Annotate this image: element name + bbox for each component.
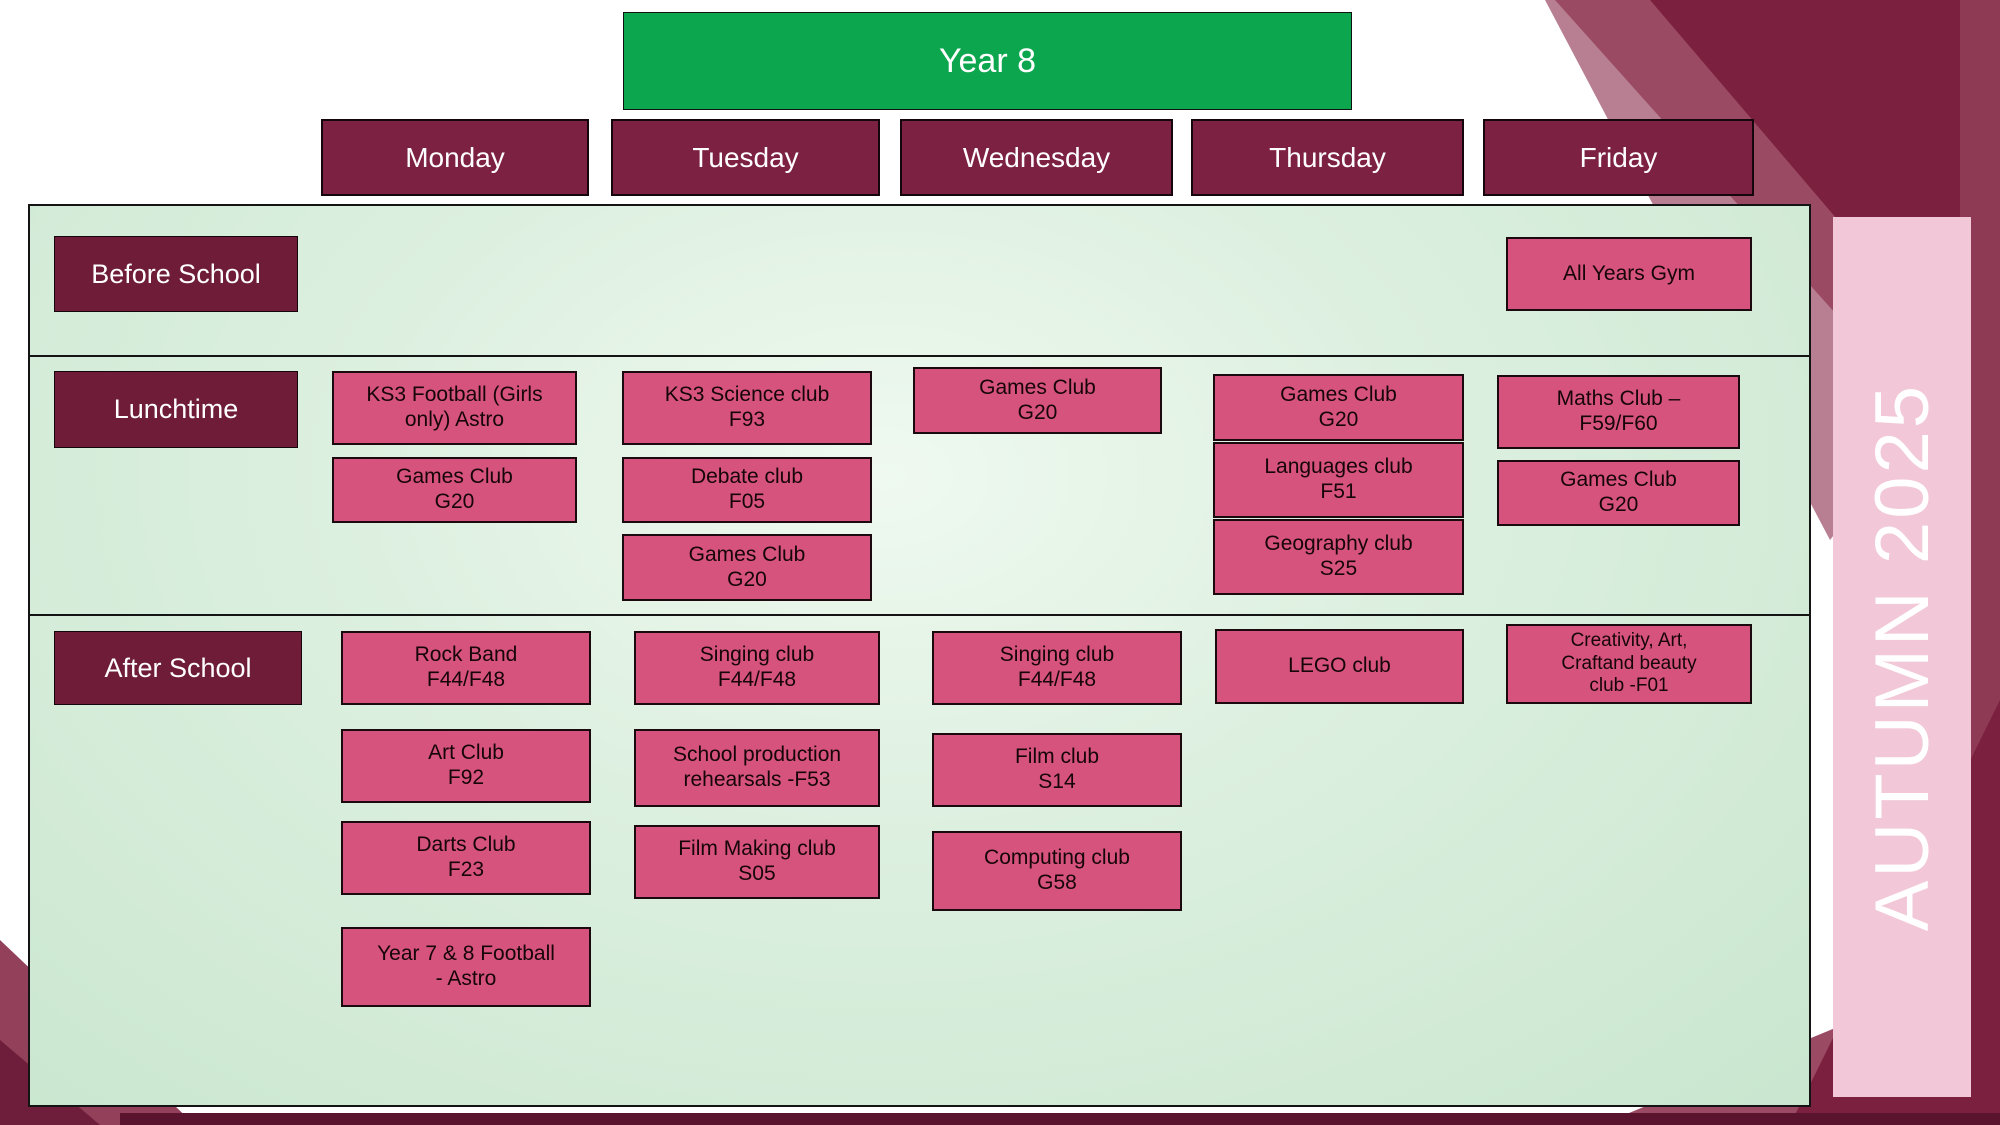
club-card-lunch-wednesday-games: Games Club G20 [913, 367, 1162, 434]
club-card-lunch-tuesday-science: KS3 Science club F93 [622, 371, 872, 445]
day-header-friday: Friday [1483, 119, 1754, 196]
club-card-lunch-monday-football: KS3 Football (Girls only) Astro [332, 371, 577, 445]
club-card-lunch-tuesday-games: Games Club G20 [622, 534, 872, 601]
day-header-thursday: Thursday [1191, 119, 1464, 196]
day-header-wednesday: Wednesday [900, 119, 1173, 196]
row-label-after-school-text: After School [104, 652, 252, 683]
day-header-monday: Monday [321, 119, 589, 196]
year-title-label: Year 8 [938, 41, 1037, 80]
club-card-after-monday-darts: Darts Club F23 [341, 821, 591, 895]
row-label-before-school: Before School [54, 236, 298, 312]
club-card-after-friday-creativity: Creativity, Art, Craftand beauty club -F… [1506, 624, 1752, 704]
club-card-after-wednesday-film: Film club S14 [932, 733, 1182, 807]
club-card-after-tuesday-filmmaking: Film Making club S05 [634, 825, 880, 899]
club-card-after-wednesday-singing: Singing club F44/F48 [932, 631, 1182, 705]
club-card-lunch-friday-maths: Maths Club – F59/F60 [1497, 375, 1740, 449]
autumn-banner-text: AUTUMN 2025 [1859, 382, 1945, 932]
club-card-after-tuesday-singing: Singing club F44/F48 [634, 631, 880, 705]
club-card-lunch-thursday-geography: Geography club S25 [1213, 519, 1464, 595]
club-card-after-monday-football: Year 7 & 8 Football - Astro [341, 927, 591, 1007]
year-title: Year 8 [623, 12, 1352, 110]
day-header-wednesday-label: Wednesday [962, 141, 1111, 173]
row-label-lunchtime: Lunchtime [54, 371, 298, 448]
club-card-lunch-tuesday-debate: Debate club F05 [622, 457, 872, 523]
club-card-lunch-thursday-languages: Languages club F51 [1213, 442, 1464, 518]
club-card-lunch-monday-games: Games Club G20 [332, 457, 577, 523]
row-label-lunchtime-text: Lunchtime [113, 394, 239, 424]
day-header-monday-label: Monday [405, 141, 505, 173]
club-card-before-friday-gym: All Years Gym [1506, 237, 1752, 311]
row-divider-1 [30, 355, 1809, 357]
decoration-bottom-bar [120, 1113, 2000, 1125]
day-header-friday-label: Friday [1579, 141, 1658, 173]
row-label-after-school: After School [54, 631, 302, 705]
autumn-banner: AUTUMN 2025 [1833, 217, 1971, 1097]
row-divider-2 [30, 614, 1809, 616]
day-header-thursday-label: Thursday [1269, 141, 1386, 173]
club-card-after-monday-art: Art Club F92 [341, 729, 591, 803]
club-card-after-thursday-lego: LEGO club [1215, 629, 1464, 704]
club-card-lunch-thursday-games: Games Club G20 [1213, 374, 1464, 441]
club-card-after-tuesday-production: School production rehearsals -F53 [634, 729, 880, 807]
club-card-after-wednesday-computing: Computing club G58 [932, 831, 1182, 911]
day-header-tuesday: Tuesday [611, 119, 880, 196]
club-card-after-monday-rockband: Rock Band F44/F48 [341, 631, 591, 705]
day-header-tuesday-label: Tuesday [692, 141, 799, 173]
club-card-lunch-friday-games: Games Club G20 [1497, 460, 1740, 526]
row-label-before-school-text: Before School [91, 258, 261, 289]
